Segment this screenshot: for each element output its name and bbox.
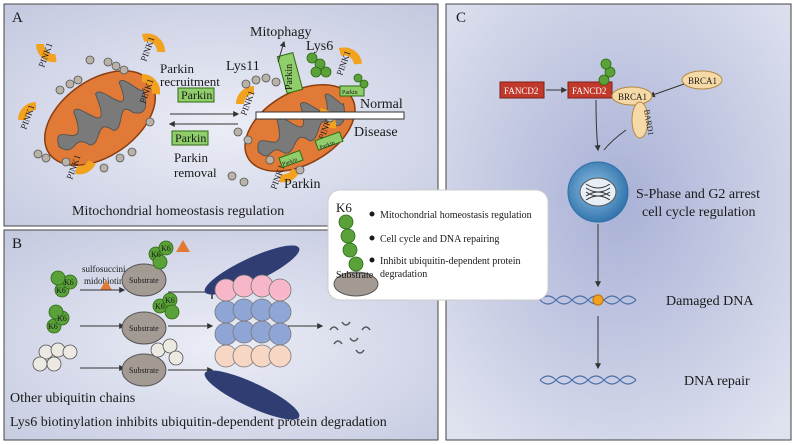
bard1 bbox=[631, 101, 649, 139]
damaged-dna-label: Damaged DNA bbox=[666, 294, 754, 309]
legend-item-3b: degradation bbox=[380, 269, 427, 280]
fancd2-right bbox=[567, 81, 613, 99]
panel-b-caption: Lys6 biotinylation inhibits ubiquitin-de… bbox=[10, 415, 387, 430]
svg-text:BRCA1: BRCA1 bbox=[688, 76, 717, 86]
svg-text:Parkin: Parkin bbox=[342, 90, 358, 96]
svg-text:K6: K6 bbox=[155, 302, 165, 311]
svg-text:K6: K6 bbox=[151, 250, 161, 259]
parkin-recruitment-1: Parkin bbox=[160, 61, 194, 76]
mitophagy-label: Mitophagy bbox=[250, 25, 311, 40]
arrest-2: cell cycle regulation bbox=[642, 205, 756, 220]
legend-k6-chain bbox=[338, 214, 364, 272]
svg-text:Parkin: Parkin bbox=[282, 157, 299, 168]
svg-text:K6: K6 bbox=[165, 296, 175, 305]
k6-chain-row2 bbox=[46, 304, 70, 334]
cell-nucleus bbox=[567, 161, 629, 223]
ubiquitin-dots-left bbox=[33, 55, 155, 173]
peptide-fragments bbox=[329, 321, 371, 354]
substrate-1 bbox=[121, 263, 167, 297]
panel-a: A PINK1 PINK1 PINK1 PINK1 PINK1 bbox=[3, 3, 439, 227]
svg-text:BRCA1: BRCA1 bbox=[618, 92, 647, 102]
fancd2-left bbox=[499, 81, 545, 99]
brca1-bound bbox=[611, 86, 653, 106]
disease-label: Disease bbox=[354, 125, 398, 140]
panel-a-caption: Mitochondrial homeostasis regulation bbox=[72, 204, 284, 219]
parkin-box-bottom-label: Parkin bbox=[175, 131, 206, 145]
damaged-dna bbox=[539, 294, 637, 306]
legend-substrate-shape bbox=[333, 271, 379, 297]
svg-text:FANCD2: FANCD2 bbox=[572, 86, 606, 96]
lys6-label: Lys6 bbox=[306, 39, 333, 54]
svg-text:K6: K6 bbox=[57, 314, 67, 323]
legend-k6: K6 bbox=[336, 200, 352, 215]
parkin-box-bottom bbox=[171, 130, 209, 146]
k6-chain-row1 bbox=[50, 270, 78, 298]
normal-disease-bar bbox=[255, 111, 405, 120]
k6-chain-substrate-1 bbox=[148, 240, 174, 270]
substrate-2 bbox=[121, 311, 167, 345]
mitophagy-arrow bbox=[277, 40, 286, 63]
panel-c-letter: C bbox=[456, 10, 466, 26]
proteasome bbox=[204, 245, 300, 420]
biotin-triangle bbox=[100, 280, 112, 290]
normal-label: Normal bbox=[360, 97, 403, 112]
brca1-free bbox=[681, 70, 723, 90]
svg-text:Parkin: Parkin bbox=[319, 140, 336, 151]
legend-item-1: Mitochondrial homeostasis regulation bbox=[380, 210, 532, 221]
svg-text:FANCD2: FANCD2 bbox=[504, 86, 538, 96]
parkin-removal-1: Parkin bbox=[174, 150, 208, 165]
svg-text:Substrate: Substrate bbox=[129, 324, 159, 333]
substrate-3 bbox=[121, 353, 167, 387]
reagent-1: sulfosuccini bbox=[82, 264, 126, 274]
lys11-label: Lys11 bbox=[226, 59, 260, 74]
other-ubiquitin-chains bbox=[32, 342, 78, 372]
arrest-1: S-Phase and G2 arrest bbox=[636, 187, 760, 202]
parkin-box-top-label: Parkin bbox=[181, 88, 212, 102]
mitochondrion-right bbox=[244, 83, 356, 173]
mitochondrion-left bbox=[43, 69, 157, 167]
panel-b-letter: B bbox=[12, 236, 22, 252]
parkin-box-top bbox=[177, 87, 215, 103]
lys6-chain bbox=[306, 52, 369, 89]
parkin-label-right: Parkin bbox=[284, 177, 321, 192]
parkin-removal-2: removal bbox=[174, 165, 217, 180]
parkin-tags-right: Parkin Parkin Parkin Parkin bbox=[276, 51, 365, 169]
svg-text:K6: K6 bbox=[161, 244, 171, 253]
dna-repair-label: DNA repair bbox=[684, 374, 750, 389]
panel-a-letter: A bbox=[12, 10, 23, 26]
legend-item-3: Inhibit ubiquitin-dependent protein bbox=[380, 256, 521, 267]
svg-text:K6: K6 bbox=[64, 278, 74, 287]
reagent-2: midobiotin bbox=[84, 276, 124, 286]
legend-box: K6 Substrate Mitochondrial homeostasis r… bbox=[327, 189, 549, 301]
svg-text:Substrate: Substrate bbox=[129, 366, 159, 375]
svg-text:Substrate: Substrate bbox=[129, 276, 159, 285]
parkin-recruitment-2: recruitment bbox=[160, 74, 220, 89]
svg-text:K6: K6 bbox=[56, 286, 66, 295]
svg-text:Parkin: Parkin bbox=[284, 64, 295, 90]
svg-text:K6: K6 bbox=[48, 322, 58, 331]
other-chains-label: Other ubiquitin chains bbox=[10, 391, 135, 406]
svg-text:BARD1: BARD1 bbox=[642, 109, 655, 136]
k6-chain-fancd2 bbox=[598, 58, 616, 86]
legend-item-2: Cell cycle and DNA repairing bbox=[380, 234, 499, 245]
repaired-dna bbox=[539, 375, 637, 385]
legend-substrate: Substrate bbox=[336, 270, 374, 281]
